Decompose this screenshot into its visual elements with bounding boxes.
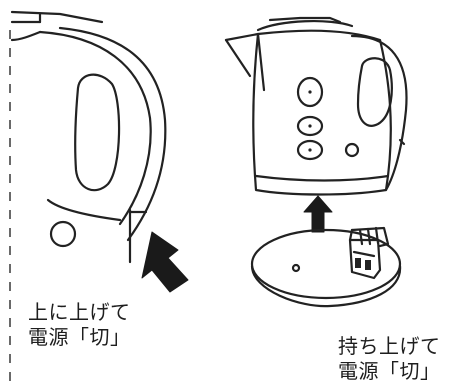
kettle-button-marks	[308, 90, 312, 152]
kettle-illustration	[224, 16, 408, 196]
right-step-line2: 電源「切」	[338, 359, 441, 383]
kettle-handle-closeup	[10, 10, 167, 264]
arrow-up-icon	[303, 195, 333, 233]
power-base-illustration	[250, 226, 402, 308]
right-step-line1: 持ち上げて	[338, 334, 441, 358]
right-step-caption: 持ち上げて 電源「切」	[338, 334, 441, 384]
left-step-caption: 上に上げて 電源「切」	[28, 300, 131, 350]
power-base-connector-pins	[355, 258, 371, 270]
left-step-line1: 上に上げて	[28, 300, 131, 324]
left-step-line2: 電源「切」	[28, 325, 131, 349]
arrow-up-left-icon	[141, 231, 189, 293]
